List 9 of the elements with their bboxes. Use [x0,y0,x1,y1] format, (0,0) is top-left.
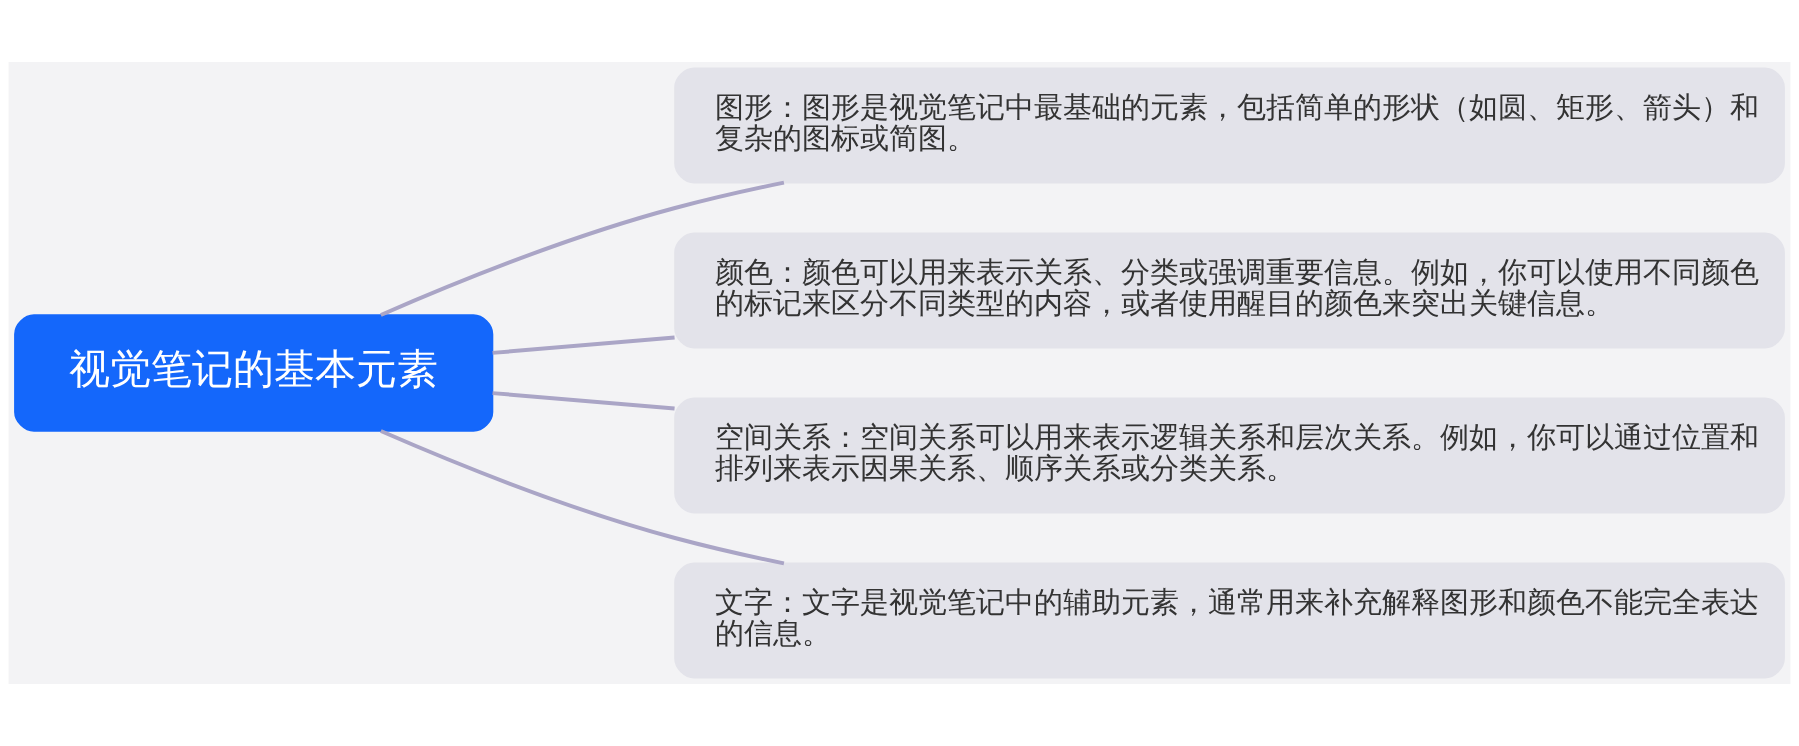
node-box: 空间关系：空间关系可以用来表示逻辑关系和层次关系。例如，你可以通过位置和排列来表示因果关系、顺序关系或分类关系。 [674,397,1785,514]
node-box: 文字：文字是视觉笔记中的辅助元素，通常用来补充解释图形和颜色不能完全表达的信息。 [674,562,1785,679]
node-box: 图形：图形是视觉笔记中最基础的元素，包括简单的形状（如圆、矩形、箭头）和复杂的图标或简图。 [674,67,1785,184]
connector [492,391,675,411]
node-box: 颜色：颜色可以用来表示关系、分类或强调重要信息。例如，你可以使用不同颜色的标记来区分不同类型的内容，或者使用醒目的颜色来突出关键信息。 [674,232,1785,349]
connector [380,180,785,317]
connector [380,429,785,566]
connector [492,335,675,355]
node-box: 视觉笔记的基本元素 [14,314,494,432]
